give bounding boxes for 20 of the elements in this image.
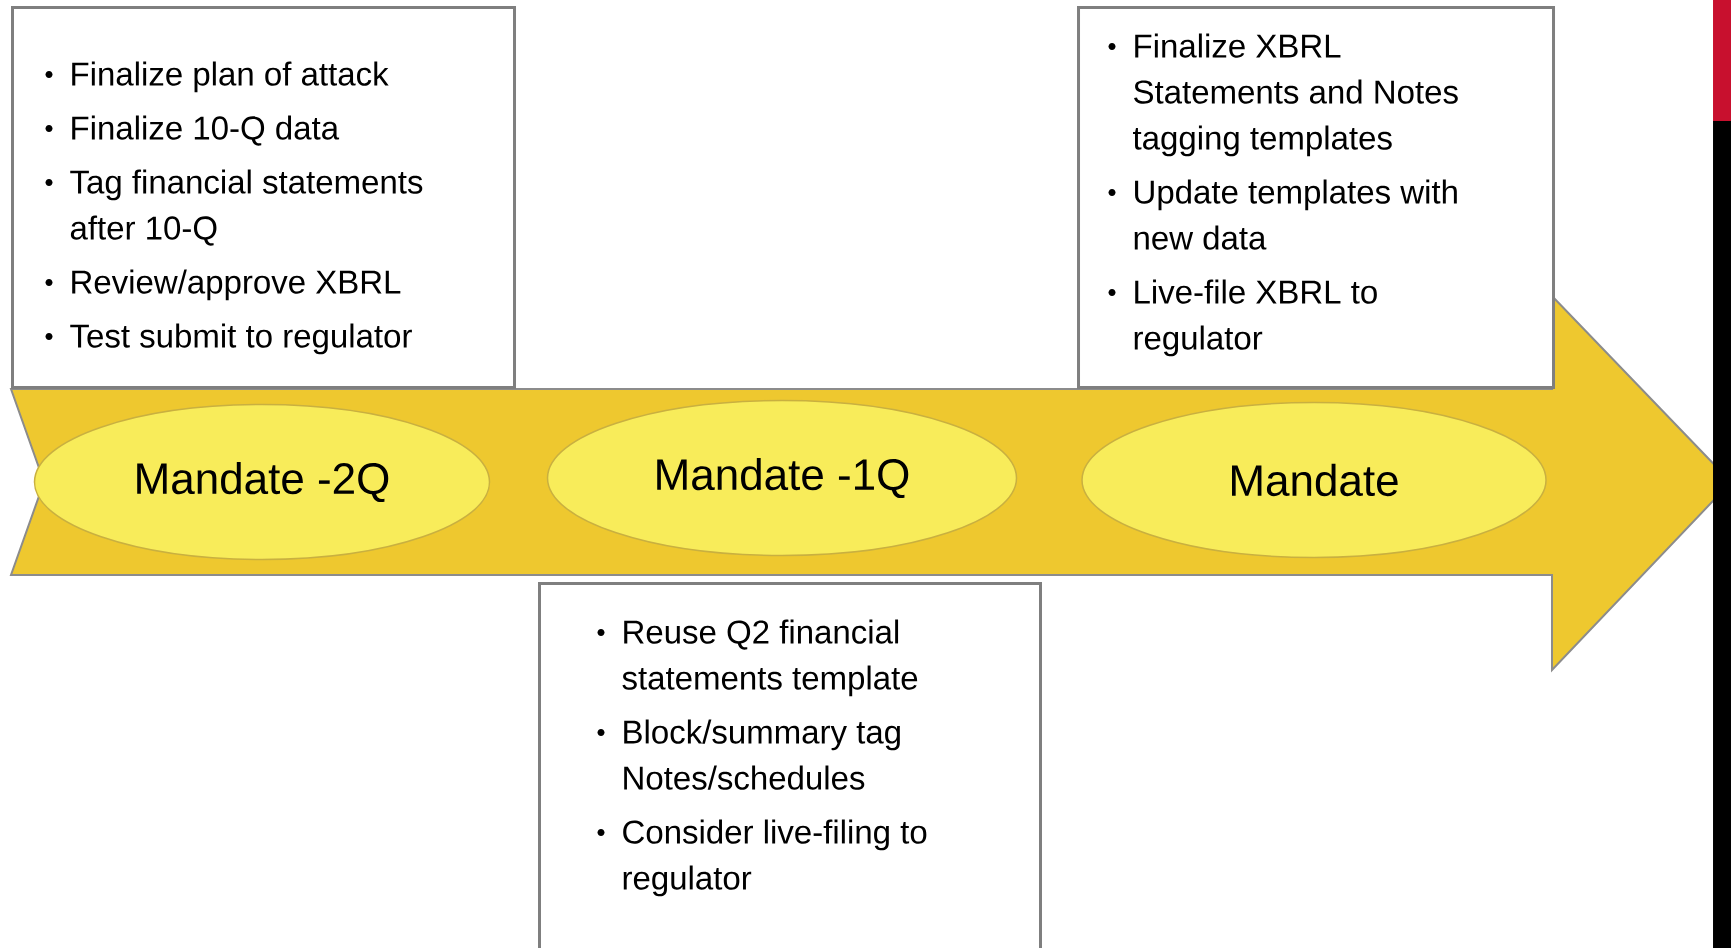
bullet-item: Live-file XBRL to regulator	[1134, 279, 1377, 357]
bullet-item: Block/summary tag Notes/schedules	[624, 719, 900, 790]
milestone-label: Mandate	[1232, 463, 1398, 497]
milestone-label: Mandate -1Q	[657, 457, 909, 499]
bullet-item: Finalize XBRL Statements and Notes tagging templates	[1133, 33, 1458, 157]
bullet-item: Review/approve XBRL	[72, 269, 401, 301]
milestone-ellipse	[1081, 401, 1547, 559]
milestone-ellipse	[546, 399, 1018, 557]
bullet-item: Finalize plan of attack	[72, 61, 389, 93]
bullet-item: Test submit to regulator	[70, 323, 412, 355]
text-box	[538, 582, 1042, 948]
text-box	[1077, 6, 1555, 389]
bullet-item: Reuse Q2 financial statements template	[622, 619, 918, 697]
bullet-item: Finalize 10-Q data	[72, 115, 340, 146]
text-box	[11, 6, 516, 389]
bullet-item: Update templates with new data	[1134, 179, 1457, 250]
bullet-item: Consider live-filing to regulator	[623, 819, 927, 897]
milestone-ellipse	[33, 403, 491, 561]
milestone-label: Mandate -2Q	[137, 461, 389, 503]
bullet-item: Tag financial statements after 10-Q	[70, 169, 423, 246]
